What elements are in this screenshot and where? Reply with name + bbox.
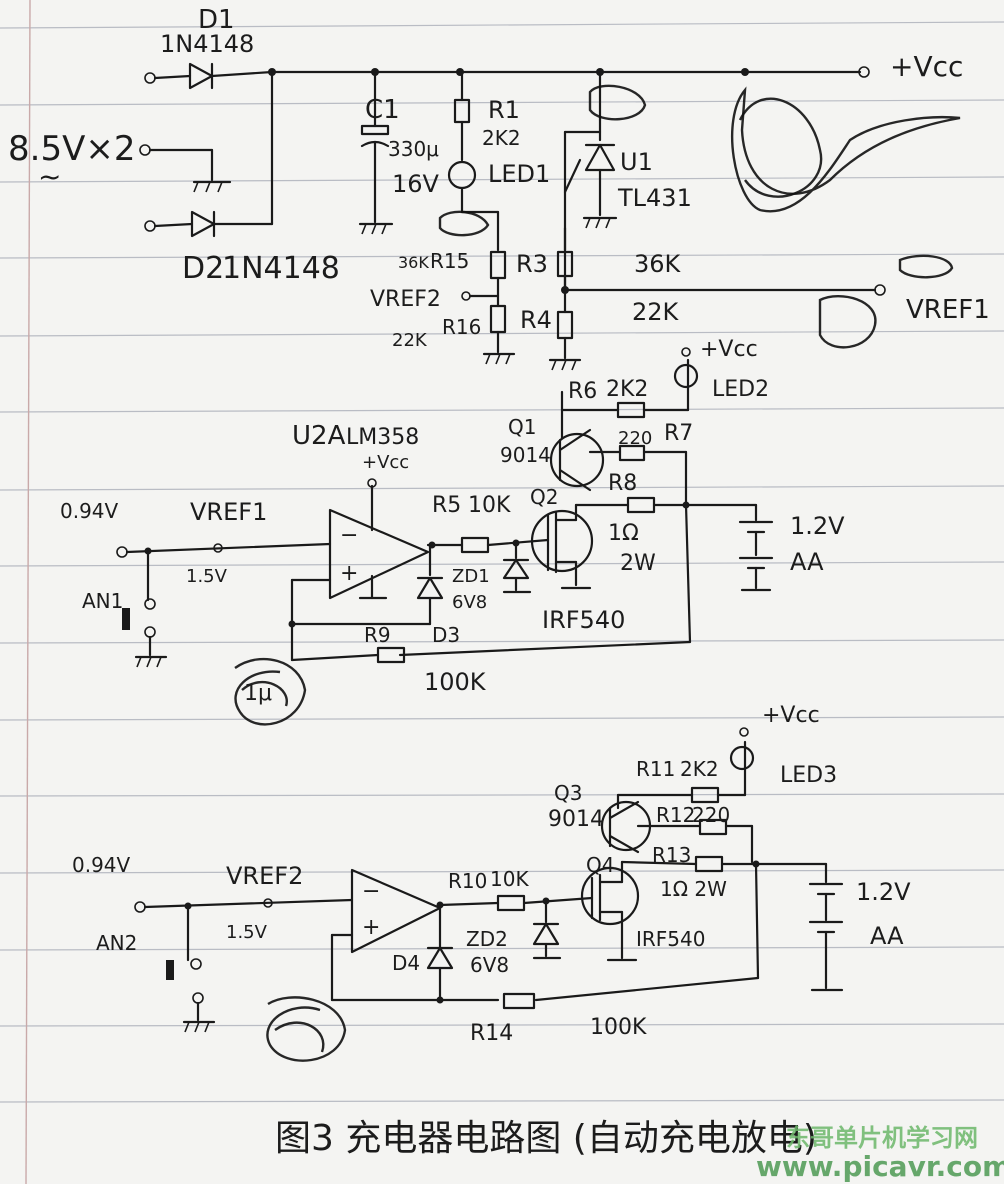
label-q1: Q1 (508, 415, 536, 439)
label-d1-part: 1N4148 (160, 30, 254, 58)
label-cap1: 1μ (244, 681, 272, 706)
label-vref1-node: VREF1 (906, 295, 990, 325)
label-vcc-led2: +Vcc (700, 337, 758, 362)
label-c1: C1 (365, 95, 400, 125)
label-r8-watt: 2W (620, 551, 656, 576)
label-led2: LED2 (712, 377, 769, 402)
label-r9: R9 (364, 623, 391, 647)
label-u2a: U2A (292, 421, 346, 451)
label-r16: R16 (442, 315, 481, 339)
label-vref1-a: VREF1 (190, 498, 267, 526)
label-vref1-b: 1.5V (186, 566, 228, 587)
label-r7-value: 220 (618, 428, 652, 449)
label-r11-value: 2K2 (680, 757, 719, 781)
label-battery1: 1.2V (790, 512, 845, 540)
label-vcc-led3: +Vcc (762, 703, 820, 728)
label-r4-value: 22K (632, 298, 680, 326)
label-zd2-value: 6V8 (470, 953, 509, 977)
label-v094-1: 0.94V (60, 499, 119, 523)
label-r1-value: 2K2 (482, 126, 521, 150)
label-q4: Q4 (586, 853, 614, 877)
label-vcc-u2a: +Vcc (362, 452, 409, 473)
label-q4-part: IRF540 (636, 927, 705, 951)
label-u2a-part: LM358 (346, 425, 419, 450)
label-battery1-type: AA (790, 548, 824, 576)
watermark: 东哥单片机学习网 www.picavr.com (756, 1124, 1004, 1183)
label-ac-input: 8.5V×2 (8, 129, 135, 169)
label-zd1-value: 6V8 (452, 592, 487, 613)
opamp-u2b (350, 868, 442, 954)
label-q3-part: 9014 (548, 807, 604, 832)
label-r10: R10 (448, 869, 487, 893)
label-c1-value: 330μ (388, 137, 439, 161)
label-an2: AN2 (96, 931, 137, 955)
label-d3: D3 (432, 623, 460, 647)
label-ac-symbol: ~ (38, 160, 61, 193)
label-r13-value: 1Ω 2W (660, 877, 727, 901)
label-vref2-a: VREF2 (226, 862, 303, 890)
label-r3: R3 (516, 250, 548, 278)
label-vcc-top: +Vcc (890, 50, 963, 83)
label-zd2: ZD2 (466, 927, 508, 951)
label-q2: Q2 (530, 485, 558, 509)
u2b-plus-sign: + (362, 915, 380, 940)
label-an1: AN1 (82, 589, 123, 613)
watermark-cn: 东哥单片机学习网 (786, 1124, 978, 1152)
label-battery2: 1.2V (856, 878, 911, 906)
label-q1-part: 9014 (500, 443, 551, 467)
label-r4: R4 (520, 306, 552, 334)
label-r12: R12 (656, 803, 695, 827)
label-led1: LED1 (488, 160, 550, 188)
label-r9-value: 100K (424, 668, 487, 696)
label-u1: U1 (620, 148, 653, 176)
label-r7: R7 (664, 421, 693, 446)
label-r6-value: 2K2 (606, 377, 648, 402)
label-r15: R15 (430, 249, 469, 273)
label-c1-voltage: 16V (392, 170, 440, 198)
label-zd1: ZD1 (452, 566, 490, 587)
label-d2-part: 1N4148 (222, 251, 340, 286)
label-r14-value: 100K (590, 1015, 647, 1040)
label-r16-value: 22K (392, 330, 428, 351)
label-battery2-type: AA (870, 922, 904, 950)
label-d2: D2 (182, 251, 224, 286)
label-r1: R1 (488, 96, 520, 124)
label-r3-value: 36K (634, 250, 682, 278)
label-d1: D1 (198, 5, 235, 35)
label-r8-value: 1Ω (608, 521, 639, 546)
label-r13: R13 (652, 843, 691, 867)
opamp-u2a (328, 508, 430, 600)
watermark-url: www.picavr.com (756, 1150, 1004, 1183)
label-r8: R8 (608, 471, 637, 496)
label-r5: R5 (432, 493, 461, 518)
label-led3: LED3 (780, 763, 837, 788)
label-r10-value: 10K (490, 867, 529, 891)
u2a-minus-sign: − (340, 523, 358, 548)
label-vref2-node: VREF2 (370, 287, 441, 312)
label-r14: R14 (470, 1021, 513, 1046)
label-r6: R6 (568, 379, 597, 404)
diagram-caption: 图3 充电器电路图 (自动充电放电) (275, 1118, 817, 1159)
label-d4: D4 (392, 951, 420, 975)
label-v094-2: 0.94V (72, 853, 131, 877)
u2a-plus-sign: + (340, 561, 358, 586)
channel-2-section (134, 727, 844, 1062)
label-vref2-b: 1.5V (226, 922, 268, 943)
power-supply-section (139, 62, 961, 371)
component-labels: D1 1N4148 8.5V×2 ~ D2 1N4148 C1 330μ 16V… (8, 5, 990, 1046)
label-u1-part: TL431 (617, 184, 692, 212)
label-r11: R11 (636, 757, 675, 781)
label-r15-value: 36K (398, 253, 429, 272)
label-r12-value: 220 (692, 803, 730, 827)
label-r5-value: 10K (468, 493, 511, 518)
label-q3: Q3 (554, 781, 582, 805)
u2b-minus-sign: − (362, 879, 380, 904)
channel-1-section (116, 347, 774, 726)
label-q2-part: IRF540 (542, 606, 625, 634)
